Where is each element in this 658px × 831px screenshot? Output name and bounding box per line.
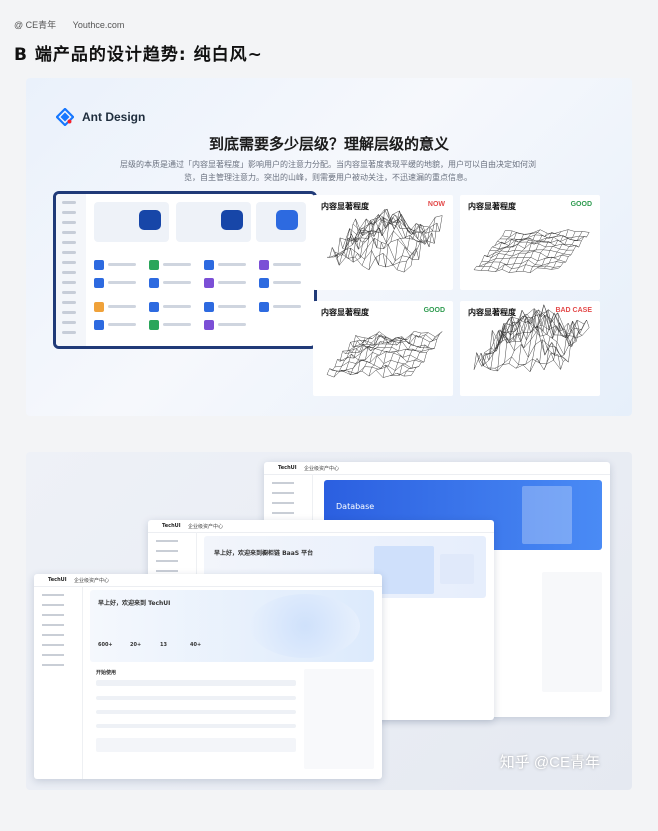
- chart-tag: GOOD: [570, 201, 592, 208]
- mesh-line: [403, 217, 436, 273]
- mesh-line: [499, 234, 585, 241]
- terrain-mesh-graphic: [473, 229, 590, 274]
- screen-sidebar: [34, 586, 83, 779]
- terrain-chart-now: 内容显著程度 NOW: [313, 195, 453, 290]
- techui-greeting: 早上好，欢迎来到 TechUI: [98, 600, 171, 607]
- mockup-row: [94, 320, 304, 334]
- header-brand: @ CE青年: [14, 20, 57, 30]
- stat-value: 600+: [98, 642, 113, 648]
- mockup-card: [176, 202, 251, 242]
- terrain-mesh-graphic: [326, 330, 443, 378]
- mesh-line: [504, 312, 590, 339]
- mockup-sidebar: [56, 194, 86, 346]
- page-title: B 端产品的设计趋势: 纯白风~: [14, 45, 263, 65]
- mesh-line: [355, 333, 440, 343]
- ant-design-icon: [56, 108, 74, 126]
- mockup-card: [94, 202, 169, 242]
- techui-panel: TechUI 企业级资产中心 Database TechUI 企业级资产中心 早…: [26, 452, 632, 790]
- mockup-row: [94, 278, 304, 292]
- mesh-line: [473, 267, 559, 274]
- screen-nav: 企业级资产中心: [188, 524, 224, 530]
- mesh-line: [410, 215, 443, 266]
- ant-design-name: Ant Design: [82, 110, 146, 124]
- mesh-line: [499, 319, 585, 344]
- mesh-line: [410, 331, 443, 376]
- terrain-chart-good: 内容显著程度 GOOD: [313, 301, 453, 396]
- mockup-row: [94, 260, 304, 274]
- mesh-line: [352, 214, 438, 237]
- mesh-line: [557, 319, 590, 370]
- chart-label: 内容显著程度: [468, 202, 516, 211]
- terrain-charts: 内容显著程度 NOW 内容显著程度 GOOD 内容显著程度 GOOD 内容显著程…: [313, 195, 603, 397]
- screen-topbar: TechUI 企业级资产中心: [34, 574, 382, 587]
- chart-label: 内容显著程度: [321, 202, 369, 211]
- screen-nav: 企业级资产中心: [304, 466, 340, 472]
- mesh-line: [502, 314, 587, 341]
- mesh-line: [352, 334, 438, 348]
- mesh-line: [473, 230, 506, 270]
- terrain-chart-bad-case: 内容显著程度 BAD CASE: [460, 301, 600, 396]
- header: @ CE青年 Youthce.com: [14, 18, 138, 31]
- techui-banner: 早上好，欢迎来到 TechUI 600+ 20+ 13 40+: [90, 590, 374, 662]
- stat-value: 40+: [190, 642, 202, 648]
- terrain-mesh-graphic: [473, 304, 590, 373]
- section-title: 开始使用: [96, 670, 117, 676]
- screen-brand: TechUI: [162, 523, 181, 529]
- ant-design-logo: Ant Design: [56, 108, 145, 126]
- mesh-line: [332, 359, 417, 372]
- mesh-line: [502, 232, 587, 238]
- chart-label: 内容显著程度: [321, 308, 369, 317]
- mesh-line: [403, 336, 436, 377]
- screen-topbar: TechUI 企业级资产中心: [148, 520, 494, 533]
- terrain-chart-good: 内容显著程度 GOOD: [460, 195, 600, 290]
- panel1-subtitle: 层级的本质是通过「内容显著程度」影响用户的注意力分配。当内容显著度表现平缓的地貌…: [120, 160, 536, 182]
- banner-title: Database: [336, 502, 375, 511]
- mesh-line: [326, 335, 359, 375]
- terrain-mesh-graphic: [326, 208, 443, 273]
- mesh-line: [358, 215, 443, 234]
- mesh-line: [339, 346, 425, 363]
- ant-design-panel: Ant Design 到底需要多少层级？理解层级的意义 层级的本质是通过「内容显…: [26, 78, 632, 416]
- mesh-line: [550, 231, 583, 270]
- mesh-line: [350, 210, 435, 244]
- chart-tag: BAD CASE: [555, 307, 592, 314]
- mesh-line: [505, 229, 590, 235]
- chart-label: 内容显著程度: [468, 308, 516, 317]
- mockup-card: [256, 202, 306, 242]
- chart-tag: GOOD: [423, 307, 445, 314]
- baas-greeting: 早上好，欢迎来到橱柜链 BaaS 平台: [214, 550, 314, 557]
- screen-brand: TechUI: [278, 465, 297, 471]
- zhihu-watermark: 知乎 @CE青年: [499, 754, 600, 771]
- chart-tag: NOW: [427, 201, 445, 208]
- mockup-row: [94, 302, 304, 316]
- screen-techui: TechUI 企业级资产中心 早上好，欢迎来到 TechUI 600+ 20+ …: [34, 574, 382, 779]
- mesh-line: [355, 217, 440, 236]
- stat-value: 20+: [130, 642, 142, 648]
- screen-nav: 企业级资产中心: [74, 578, 110, 584]
- screen-brand: TechUI: [48, 577, 67, 583]
- panel1-heading: 到底需要多少层级？理解层级的意义: [208, 135, 449, 153]
- screen-topbar: TechUI 企业级资产中心: [264, 462, 610, 475]
- mesh-line: [358, 330, 443, 341]
- stat-value: 13: [160, 642, 167, 648]
- mesh-line: [334, 232, 419, 260]
- mesh-line: [557, 232, 590, 269]
- dashboard-mockup: [53, 191, 317, 349]
- header-site: Youthce.com: [72, 20, 125, 30]
